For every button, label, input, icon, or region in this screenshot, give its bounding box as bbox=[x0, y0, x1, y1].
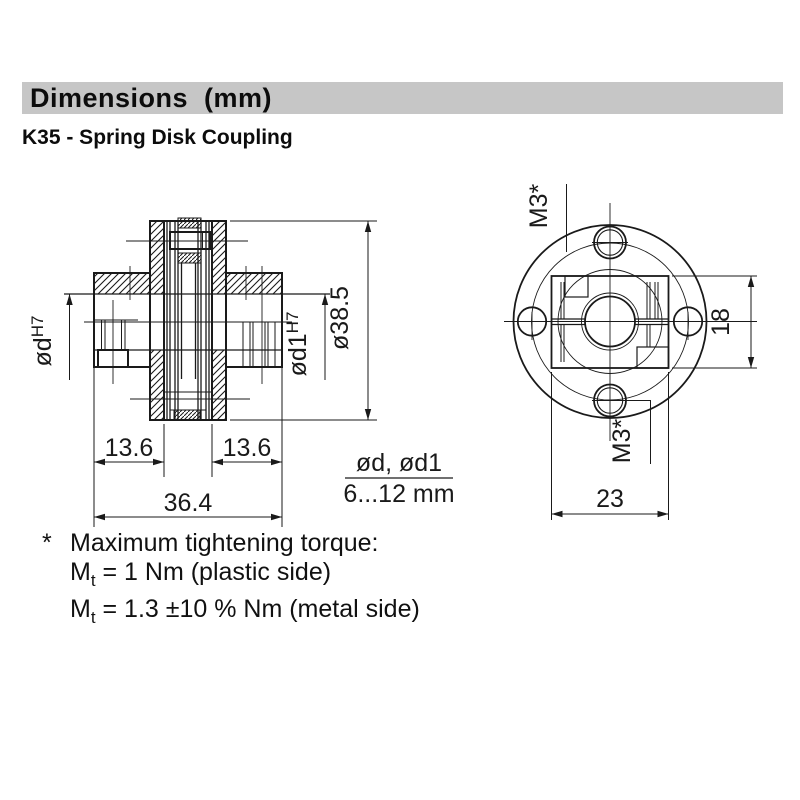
dim-hub-height: 18 bbox=[707, 308, 735, 336]
front-view bbox=[504, 184, 757, 520]
dim-total-length: 36.4 bbox=[164, 489, 213, 517]
shaft-diameter-note: ød, ød1 6...12 mm bbox=[343, 449, 454, 508]
screw-label-bottom: M3* bbox=[608, 419, 636, 464]
clamp-screw-details bbox=[94, 232, 276, 411]
disc-pack bbox=[166, 221, 210, 420]
shaft-range-denominator: 6...12 mm bbox=[343, 480, 454, 508]
dim-bore-right-label: ød1H7 bbox=[283, 312, 312, 377]
front-view-dimensions bbox=[551, 184, 757, 520]
centerlines bbox=[84, 240, 292, 400]
product-subtitle: K35 - Spring Disk Coupling bbox=[22, 126, 293, 149]
dim-hub-width: 23 bbox=[596, 485, 624, 513]
footnote-line-2: Mt = 1 Nm (plastic side) bbox=[70, 557, 332, 590]
section-hatching bbox=[94, 221, 282, 420]
side-view-dimensions bbox=[66, 220, 377, 527]
bore-chamfer-circle bbox=[581, 292, 639, 351]
hub-block bbox=[550, 275, 670, 369]
title-bar: Dimensions (mm) bbox=[22, 82, 783, 114]
side-view bbox=[64, 217, 377, 527]
screw-label-top: M3* bbox=[525, 184, 553, 229]
footnote-line-3: Mt = 1.3 ±10 % Nm (metal side) bbox=[70, 595, 420, 627]
dim-hub-length-right: 13.6 bbox=[223, 434, 272, 462]
shaft-range-numerator: ød, ød1 bbox=[356, 449, 442, 477]
footnote-line-1: *Maximum tightening torque: bbox=[42, 529, 379, 557]
screw-holes bbox=[516, 225, 704, 418]
asterisk-marker: * bbox=[42, 529, 52, 557]
bore-circle bbox=[584, 295, 636, 348]
dim-hub-length-left: 13.6 bbox=[105, 434, 154, 462]
dim-bore-left-label: ødH7 bbox=[28, 316, 57, 367]
dim-outer-diameter-label: ø38.5 bbox=[326, 286, 354, 350]
page-title: Dimensions (mm) bbox=[30, 83, 273, 113]
footnote: *Maximum tightening torque: Mt = 1 Nm (p… bbox=[42, 529, 420, 633]
outer-circle bbox=[512, 224, 708, 419]
disc-outline-circle bbox=[557, 269, 663, 374]
bolt-circle bbox=[531, 242, 689, 401]
